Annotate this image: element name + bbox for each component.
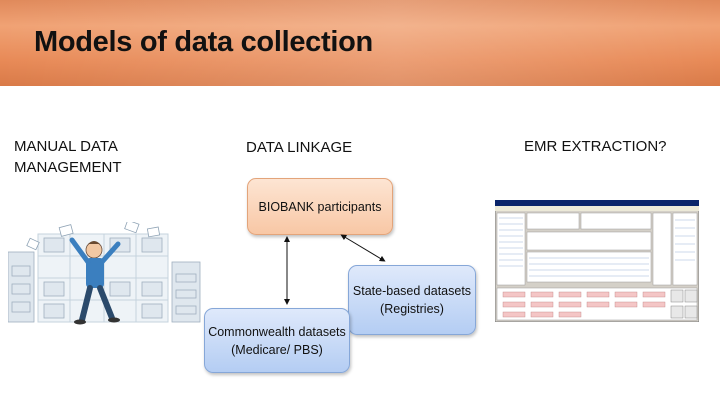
biobank-state-link bbox=[340, 234, 386, 262]
commonwealth-datasets-node: Commonwealth datasets (Medicare/ PBS) bbox=[204, 308, 350, 373]
state-based-datasets-node: State-based datasets (Registries) bbox=[348, 265, 476, 335]
emr-extraction-heading: EMR EXTRACTION? bbox=[524, 138, 667, 155]
data-linkage-heading: DATA LINKAGE bbox=[246, 139, 353, 156]
emr-software-screenshot bbox=[495, 200, 699, 322]
manual-data-heading: MANUAL DATA MANAGEMENT bbox=[14, 138, 122, 176]
slide-title: Models of data collection bbox=[34, 26, 373, 58]
title-banner bbox=[0, 0, 720, 86]
manual-paperwork-illustration bbox=[8, 222, 201, 325]
title-banner-highlight bbox=[0, 0, 720, 86]
biobank-participants-node: BIOBANK participants bbox=[247, 178, 393, 235]
